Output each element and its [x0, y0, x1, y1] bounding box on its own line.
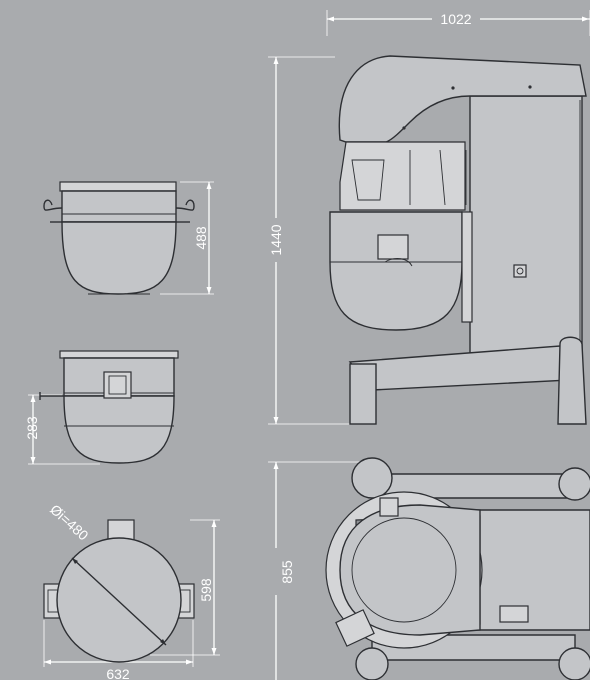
cradle-width-label: 632	[106, 666, 130, 680]
dimension-bowl-height: 488	[160, 181, 214, 295]
mixer-side-view	[329, 55, 587, 425]
dimension-bowl-depth: 283	[24, 394, 100, 465]
mixer-top-view	[325, 457, 590, 680]
bowl-height-label: 488	[193, 226, 209, 250]
dimension-cradle-depth: 598	[150, 519, 220, 656]
dimension-overall-height: 1440	[268, 56, 350, 425]
bowl-side-view	[43, 181, 195, 295]
overall-height-label: 1440	[268, 224, 284, 255]
bowl-depth-label: 283	[24, 416, 40, 440]
bowl-front-view	[39, 350, 179, 464]
dimension-overall-width: 1022	[326, 10, 590, 36]
base-depth-label: 855	[279, 560, 295, 584]
cradle-depth-label: 598	[198, 578, 214, 602]
overall-width-label: 1022	[440, 11, 471, 27]
dimension-base-depth: 855	[268, 461, 360, 680]
